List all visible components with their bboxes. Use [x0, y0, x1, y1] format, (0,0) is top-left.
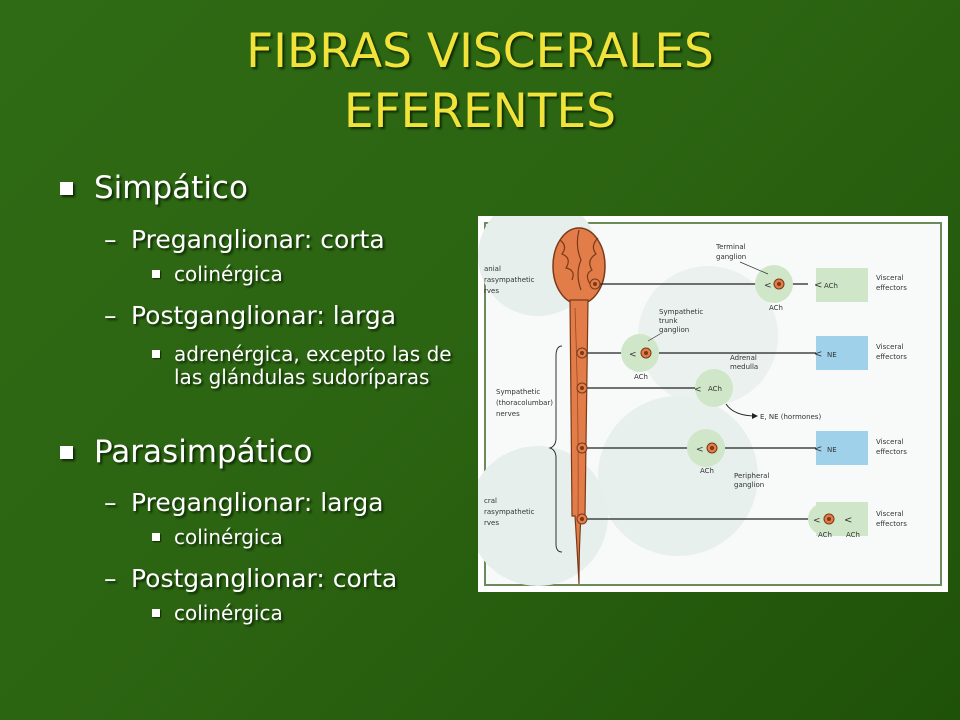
trunk-ganglion: [621, 334, 659, 372]
autonomic-diagram: anial rasympathetic rves Sympathetic (th…: [478, 216, 948, 592]
section-heading: Simpático: [94, 170, 248, 206]
section-heading: Parasimpático: [94, 434, 313, 470]
adrenal-medulla: [695, 369, 733, 407]
trunk-ganglion-label: trunk: [659, 317, 678, 325]
effector-label: Visceral: [876, 274, 904, 282]
trunk-ganglion-label: ganglion: [659, 326, 689, 334]
pathway-sacral: < < ACh ACh Visceral effectors: [576, 502, 907, 539]
pathway-sympathetic-trunk: < ACh < NE Visceral effectors Sympatheti…: [576, 308, 907, 381]
effector-box: [816, 431, 868, 465]
small-square-bullet-icon: [152, 533, 160, 541]
peripheral-ganglion: [687, 429, 725, 467]
bullet-detail-text: colinérgica: [174, 601, 283, 625]
peripheral-label: Peripheral: [734, 472, 769, 480]
dash-bullet-icon: –: [104, 225, 117, 254]
effector-label: effectors: [876, 353, 907, 361]
trunk-ganglion-label: Sympathetic: [659, 308, 703, 316]
bullet-sub-label: Preganglionar: larga: [131, 488, 384, 517]
bullet-detail-text: adrenérgica, excepto las de las glándula…: [174, 342, 452, 389]
svg-text:<: <: [694, 385, 702, 395]
dash-bullet-icon: –: [104, 564, 117, 593]
dash-bullet-icon: –: [104, 301, 117, 330]
effector-box: [816, 268, 868, 302]
slide-title: FIBRAS VISCERALES EFERENTES: [0, 22, 960, 142]
sympathetic-label: (thoracolumbar): [496, 399, 553, 407]
svg-text:<: <: [696, 445, 704, 455]
sacral-label: cral: [484, 497, 497, 505]
ach-label: ACh: [634, 373, 648, 381]
bullet-detail-text: colinérgica: [174, 262, 283, 286]
ne-label: NE: [827, 446, 837, 454]
pathway-adrenal: < ACh Adrenal medulla E, NE (hormones): [576, 354, 821, 421]
svg-text:<: <: [844, 515, 852, 526]
cranial-label: anial: [484, 265, 501, 273]
effector-label: effectors: [876, 284, 907, 292]
svg-text:<: <: [764, 281, 772, 291]
title-line-1: FIBRAS VISCERALES: [246, 24, 714, 79]
square-bullet-icon: [60, 182, 73, 195]
bullet-sub-label: Preganglionar: corta: [131, 225, 385, 254]
sacral-label: rves: [484, 519, 499, 527]
bullet-detail-text: colinérgica: [174, 525, 283, 549]
bg-blob: [478, 446, 608, 586]
hormones-label: E, NE (hormones): [760, 413, 821, 421]
brain-icon: [552, 227, 606, 305]
bullet-sub-label: Postganglionar: corta: [131, 564, 398, 593]
bullet-sub-label: Postganglionar: larga: [131, 301, 397, 330]
small-square-bullet-icon: [152, 609, 160, 617]
ne-label: NE: [827, 351, 837, 359]
effector-label: effectors: [876, 520, 907, 528]
pathway-cranial: < < ACh ACh Visceral effectors Terminal …: [589, 243, 907, 312]
ach-label: ACh: [700, 467, 714, 475]
sacral-label: rasympathetic: [484, 508, 535, 516]
effector-label: Visceral: [876, 438, 904, 446]
sympathetic-label: Sympathetic: [496, 388, 540, 396]
svg-text:<: <: [814, 349, 822, 360]
sympathetic-label: nerves: [496, 410, 520, 418]
diagram-svg: anial rasympathetic rves Sympathetic (th…: [478, 216, 907, 586]
ach-label: ACh: [846, 531, 860, 539]
ach-label: ACh: [818, 531, 832, 539]
adrenal-label: medulla: [730, 363, 758, 371]
ach-label: ACh: [824, 282, 838, 290]
effector-label: effectors: [876, 448, 907, 456]
svg-text:<: <: [814, 444, 822, 455]
peripheral-label: ganglion: [734, 481, 764, 489]
effector-box: [816, 336, 868, 370]
cranial-label: rasympathetic: [484, 276, 535, 284]
sympathetic-bracket: [548, 345, 563, 553]
svg-text:<: <: [814, 280, 822, 291]
square-bullet-icon: [60, 446, 73, 459]
ach-label: ACh: [708, 385, 722, 393]
small-square-bullet-icon: [152, 350, 160, 358]
title-line-2: EFERENTES: [343, 84, 617, 139]
bg-blob: [638, 266, 778, 406]
terminal-ganglion-label: ganglion: [716, 253, 746, 261]
svg-text:<: <: [629, 350, 637, 360]
terminal-ganglion-label: Terminal: [715, 243, 746, 251]
dash-bullet-icon: –: [104, 488, 117, 517]
svg-text:<: <: [813, 516, 821, 526]
effector-label: Visceral: [876, 510, 904, 518]
small-square-bullet-icon: [152, 270, 160, 278]
ach-label: ACh: [769, 304, 783, 312]
pathway-peripheral: < ACh < NE Visceral effectors Peripheral…: [576, 429, 907, 489]
effector-label: Visceral: [876, 343, 904, 351]
adrenal-label: Adrenal: [730, 354, 757, 362]
cranial-label: rves: [484, 287, 499, 295]
